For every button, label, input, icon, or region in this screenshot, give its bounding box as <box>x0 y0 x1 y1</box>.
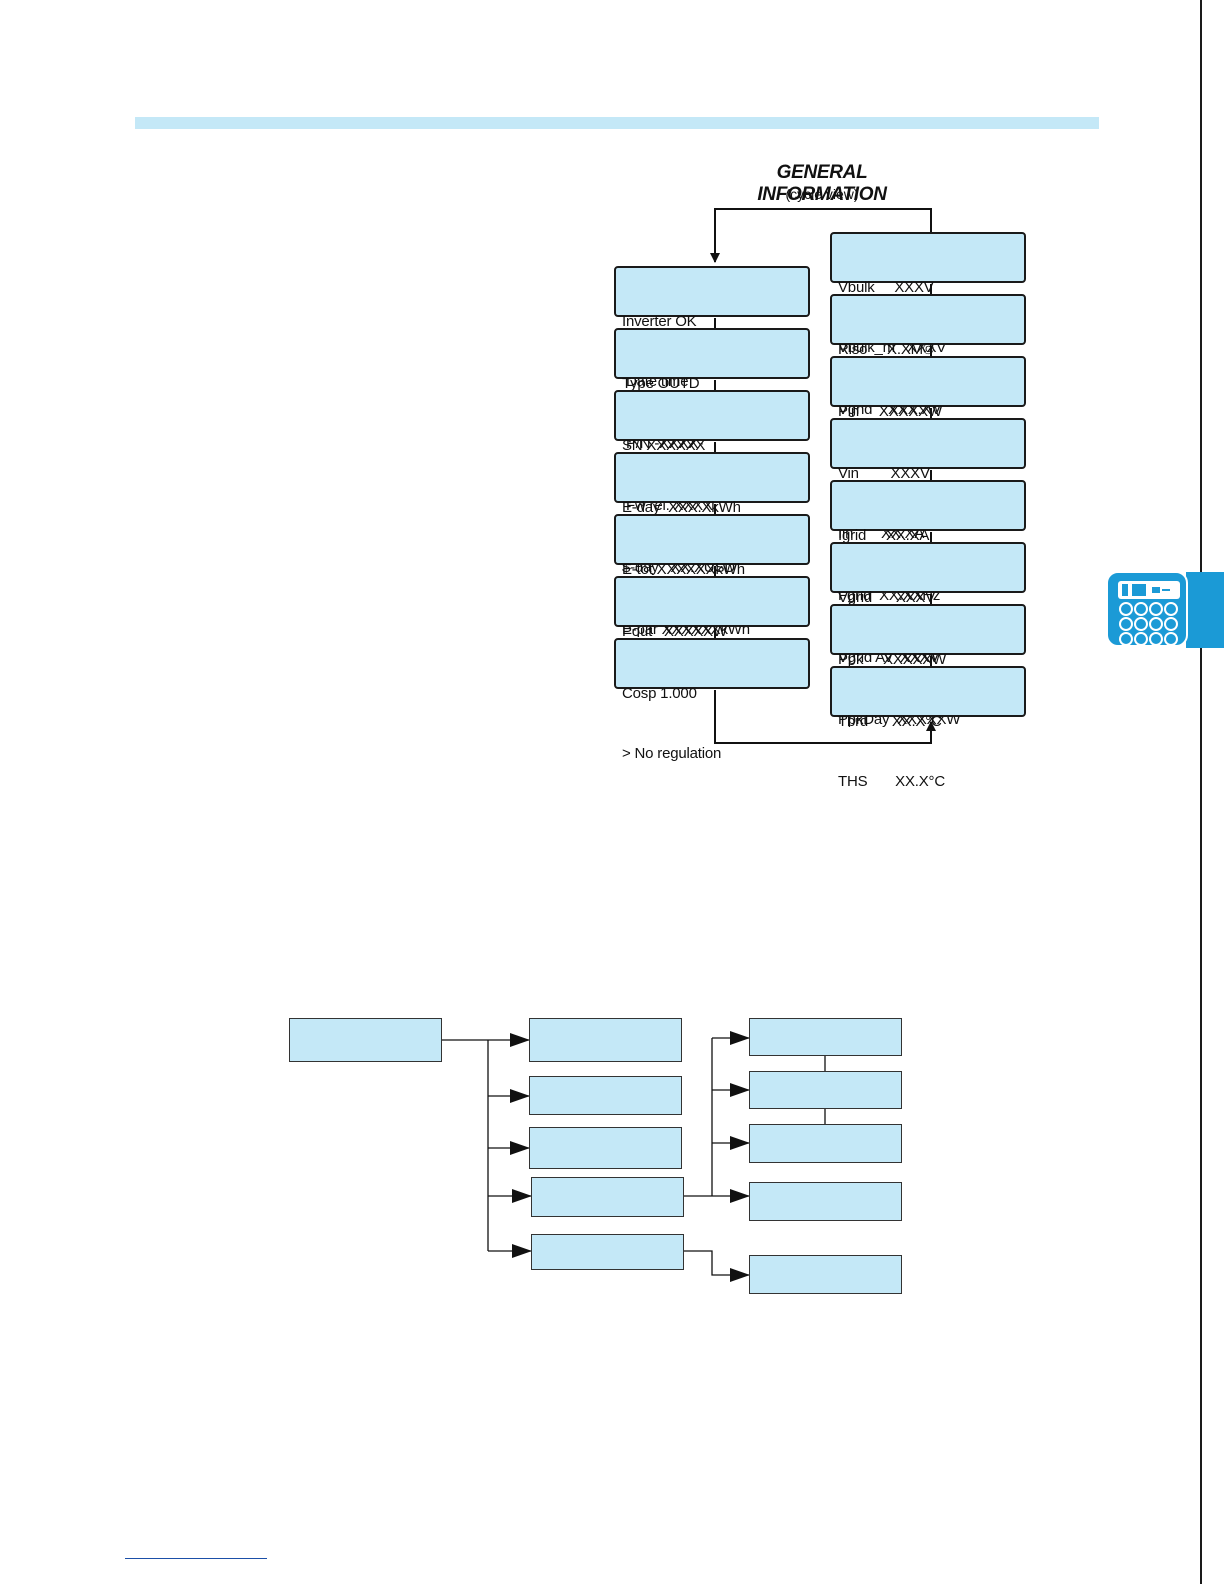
lcd-line: Riso X.XM© <box>838 341 934 358</box>
menu-level2-box <box>749 1182 902 1221</box>
menu-root-box <box>289 1018 442 1062</box>
menu-level1-box <box>529 1076 682 1115</box>
loop-arrow-bottom <box>714 690 936 744</box>
lcd-line: Igrid XX.XA <box>838 527 930 544</box>
lcd-line: E-day XXX.XkWh <box>622 499 741 516</box>
side-tab <box>1186 572 1224 648</box>
menu-level2-box <box>749 1124 902 1163</box>
header-bar <box>135 117 1099 129</box>
lcd-screen-cosp: Cosp 1.000 > No regulation <box>614 638 810 762</box>
lcd-screen-pin: Pin XXXXXW <box>830 356 1026 420</box>
lcd-line: Inverter OK <box>622 313 697 330</box>
lcd-screen-vin: Vin XXXV Iin XX.XA <box>830 418 1026 542</box>
page-edge-line <box>1200 0 1202 1584</box>
lcd-line: > No regulation <box>622 745 722 762</box>
lcd-line: Cosp 1.000 <box>622 685 697 702</box>
lcd-line: Tbrd XX.X°C <box>838 713 942 730</box>
lcd-line: SN XXXXXX <box>622 437 706 454</box>
lcd-screen-igrid: Igrid XX.XA Fgrid XX.XXHz <box>830 480 1026 604</box>
lcd-screen-pout: Pout XXXXXW <box>614 576 810 640</box>
menu-level1-box <box>531 1234 684 1270</box>
lcd-screen-etot: E-tot XXXXXXkWh E-par XXXXXXkWh <box>614 514 810 638</box>
lcd-line: Ppk XXXXXW <box>838 651 947 668</box>
lcd-screen-ppk: Ppk XXXXXW PpkDay XXXXXW <box>830 604 1026 728</box>
menu-level1-box <box>529 1127 682 1169</box>
lcd-line: Pin XXXXXW <box>838 403 942 420</box>
lcd-screen-temperature: Tbrd XX.X°C THS XX.X°C <box>830 666 1026 790</box>
lcd-line: Vbulk XXXV <box>838 279 934 296</box>
diagram-subtitle: (cycle view) <box>785 186 859 202</box>
menu-level2-box <box>749 1018 902 1056</box>
lcd-line: Vin XXXV <box>838 465 930 482</box>
loop-arrow-top <box>710 208 932 263</box>
menu-level2-box <box>749 1071 902 1109</box>
lcd-line: Pout XXXXXW <box>622 623 727 640</box>
lcd-line: E-tot XXXXXXkWh <box>622 561 745 578</box>
menu-level1-box <box>531 1177 684 1217</box>
lcd-line: THS XX.X°C <box>838 773 945 790</box>
diagram-title: GENERAL INFORMATION <box>757 162 887 205</box>
lcd-line: Vgrid XXXV <box>838 589 936 606</box>
keypad-display-icon <box>1106 571 1188 647</box>
lcd-line: Type OUTD <box>622 375 700 392</box>
menu-level2-box <box>749 1255 902 1294</box>
menu-level1-box <box>529 1018 682 1062</box>
footer-line <box>125 1558 267 1559</box>
lcd-screen-vbulk: Vbulk XXXV Vbulk_m XXXV <box>830 232 1026 356</box>
